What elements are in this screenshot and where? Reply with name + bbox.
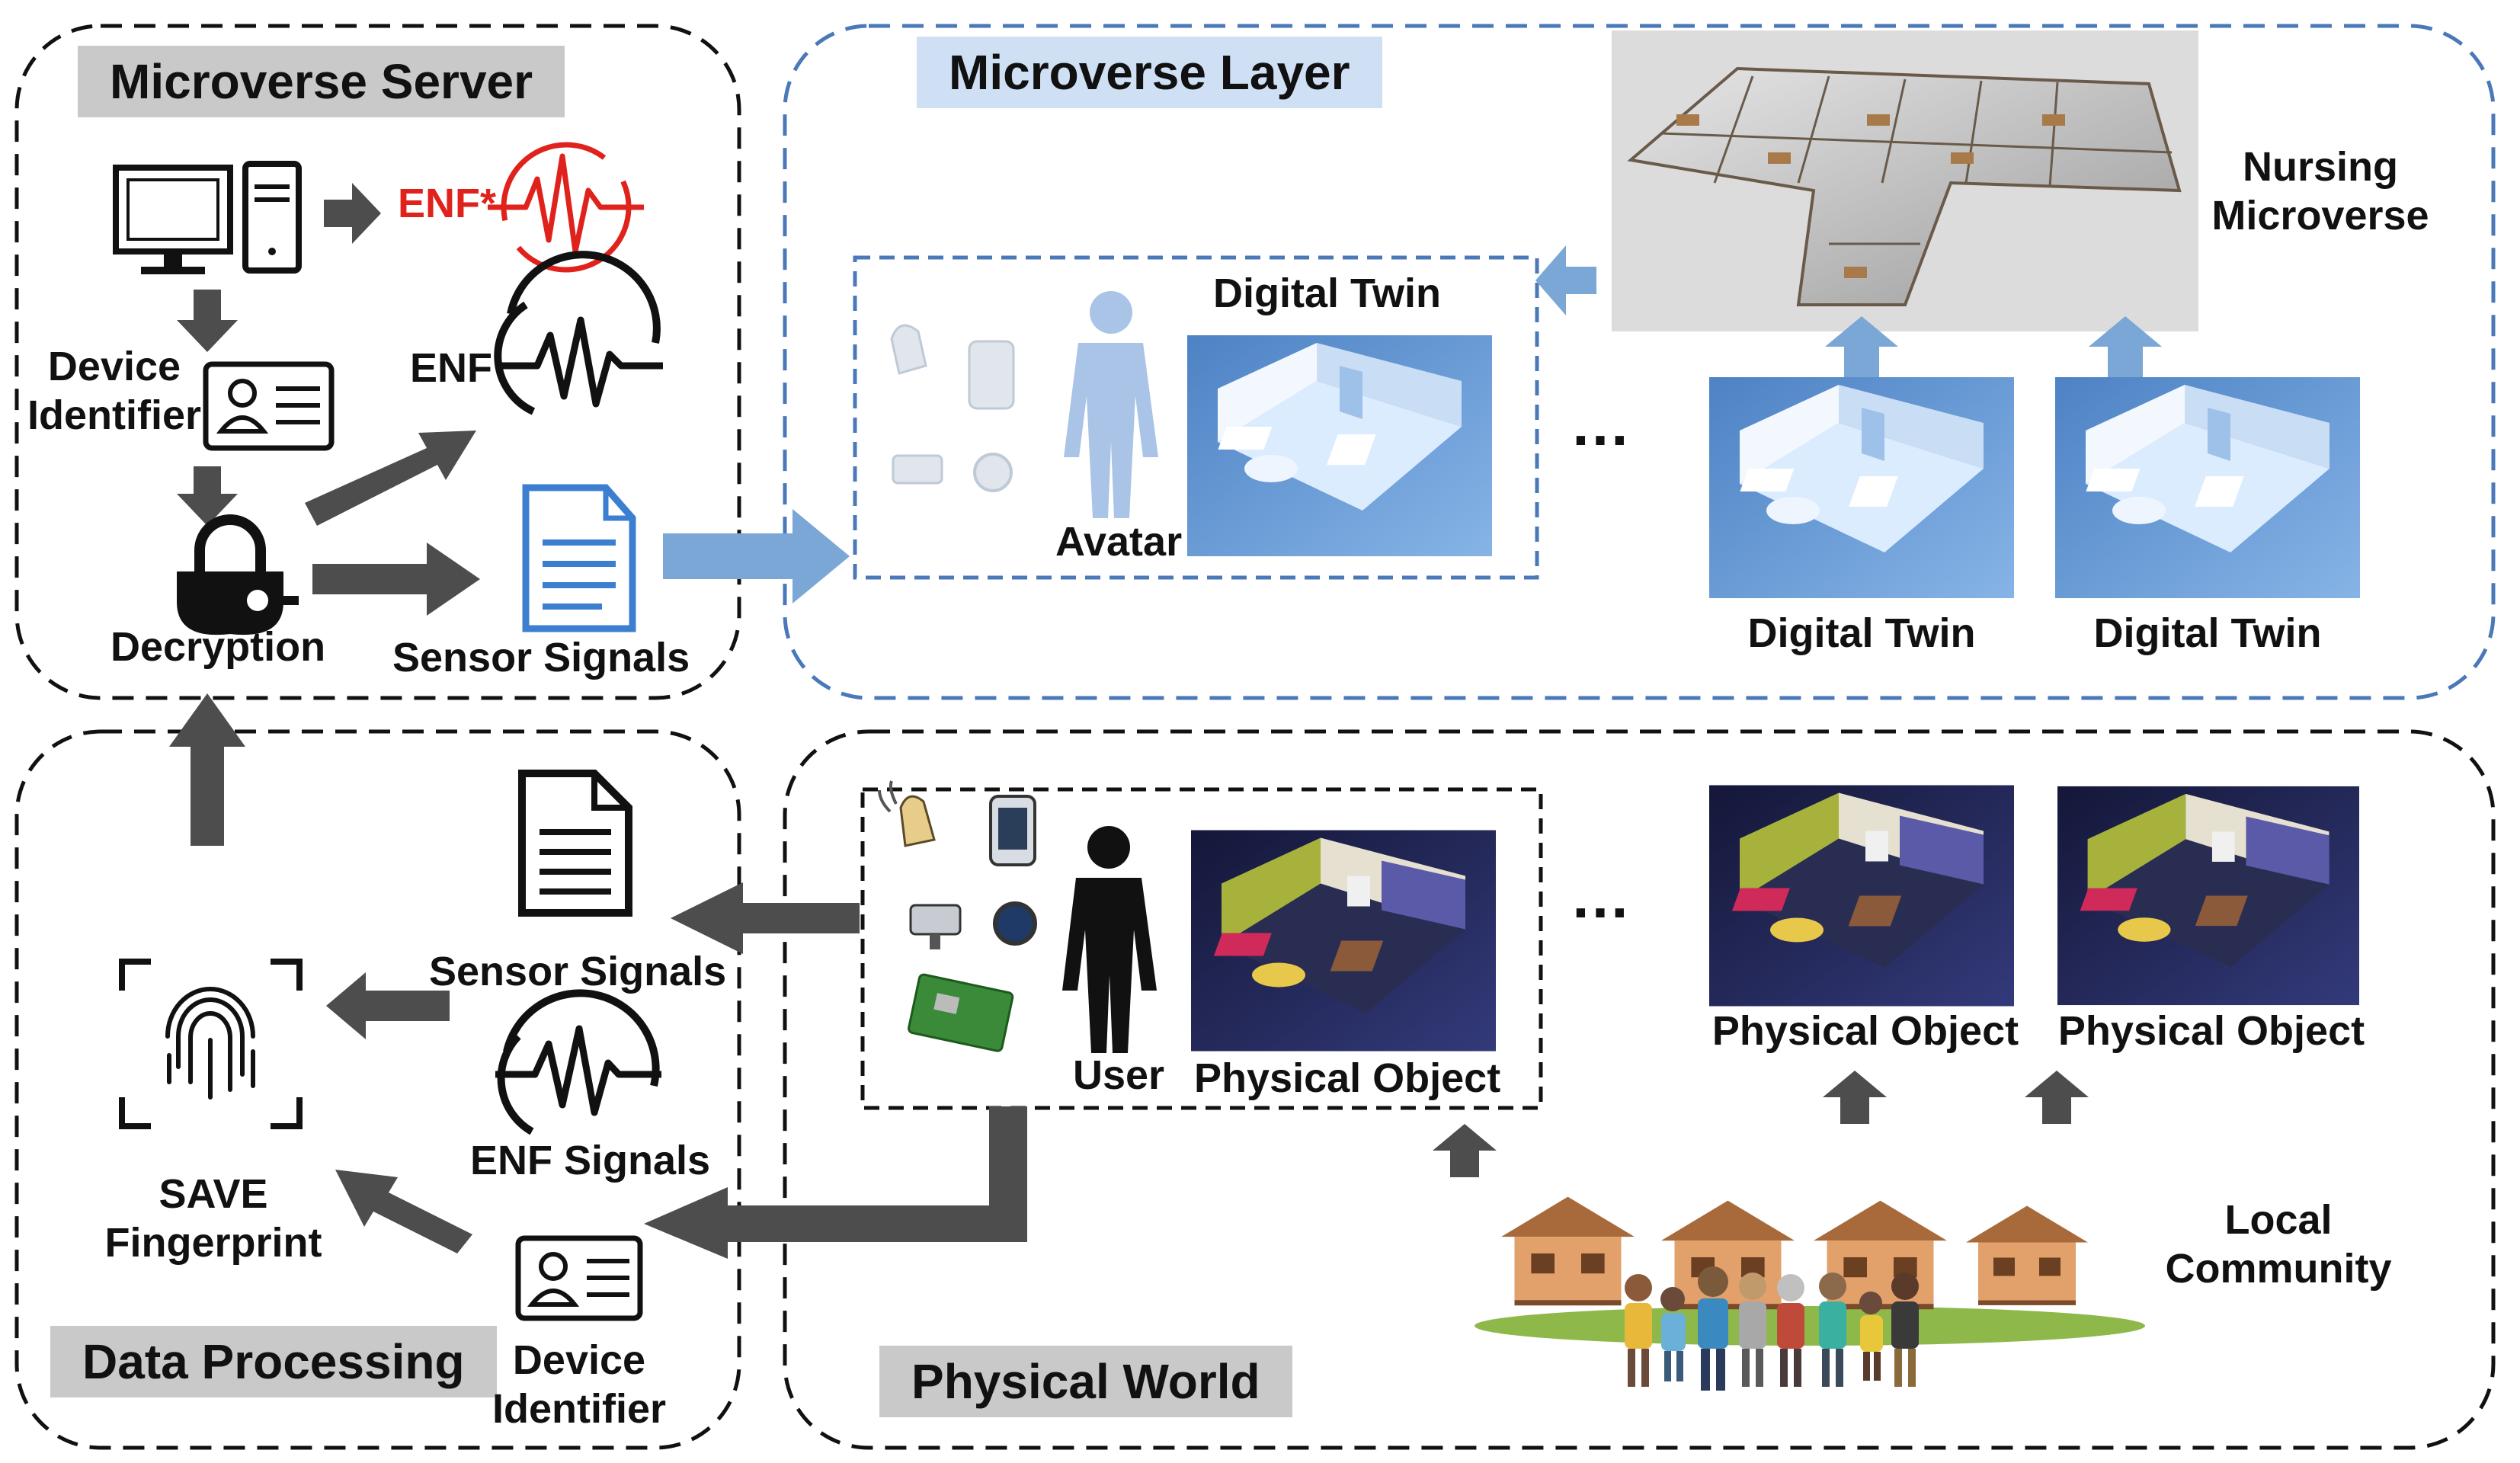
sensor-document-blue-icon [522, 484, 636, 632]
wearable-devices-faded-icon [890, 324, 1015, 492]
enf-star-label: ENF* [398, 181, 497, 226]
enf-signals-label: ENF Signals [470, 1138, 711, 1183]
digital-twin-room-image [1187, 335, 1492, 556]
nursing-microverse-label: Nursing Microverse [2211, 144, 2429, 238]
data-processing-panel [14, 729, 741, 1450]
digital-twin-group-box [853, 255, 1539, 580]
physical-object-room-image [1191, 830, 1496, 1052]
physical-object-label-2: Physical Object [1711, 1008, 2019, 1054]
microverse-ellipsis: … [1570, 390, 1631, 458]
sensor-signals-to-fingerprint-arrow [326, 972, 450, 1039]
decryption-to-enf-arrow [305, 431, 476, 526]
community-to-object-2-arrow [1823, 1071, 1887, 1124]
computer-icon [113, 161, 302, 274]
physical-world-title: Physical World [879, 1346, 1292, 1417]
lock-key-icon [177, 514, 299, 635]
physical-object-label-3: Physical Object [2057, 1008, 2365, 1054]
server-to-enf-star-arrow [324, 183, 381, 244]
microverse-server-panel [14, 24, 741, 700]
physical-ellipsis: … [1570, 863, 1631, 930]
local-community-illustration [1475, 1196, 2145, 1391]
decryption-to-sensor-signals-arrow [312, 543, 480, 616]
physical-object-room-2-image [1709, 785, 2014, 1007]
microverse-layer-panel [783, 24, 2496, 700]
enf-waveform-icon [494, 251, 663, 415]
device-identifier-to-decryption-arrow [177, 466, 238, 526]
sensor-document-black-icon [518, 770, 632, 917]
digital-twin-room-2-image [1709, 377, 2014, 598]
digital-twin-label-3: Digital Twin [2093, 610, 2322, 656]
enf-label: ENF [410, 345, 492, 391]
microverse-server-title: Microverse Server [78, 46, 565, 117]
wearable-devices-icon [878, 780, 1037, 1052]
physical-object-group-box [860, 787, 1543, 1110]
microverse-layer-title: Microverse Layer [917, 37, 1382, 108]
nursing-microverse-building-image [1612, 30, 2198, 331]
enf-star-waveform-icon [488, 142, 644, 273]
physical-object-label: Physical Object [1194, 1055, 1501, 1101]
data-processing-to-server-arrow [169, 693, 245, 846]
digital-twin-label-2: Digital Twin [1747, 610, 1976, 656]
local-community-label: Local Community [2165, 1197, 2392, 1292]
save-fingerprint-label: SAVE Fingerprint [104, 1171, 322, 1266]
physical-world-panel [783, 729, 2496, 1450]
sensor-signals-label: Sensor Signals [392, 635, 690, 680]
community-to-physical-object-arrow [1433, 1124, 1497, 1177]
dp-sensor-signals-label: Sensor Signals [429, 949, 727, 994]
community-to-object-3-arrow [2025, 1071, 2089, 1124]
id-card-icon [203, 361, 335, 451]
server-to-microverse-arrow [663, 509, 850, 603]
server-to-device-identifier-arrow [177, 290, 238, 352]
avatar-figure-icon [1064, 291, 1158, 518]
user-figure-icon [1062, 826, 1157, 1053]
digital-twin-label: Digital Twin [1213, 271, 1441, 316]
microverse-to-digital-twin-arrow [1535, 245, 1596, 315]
avatar-label: Avatar [1055, 519, 1183, 565]
twin-3-up-arrow [2089, 316, 2162, 377]
enf-to-fingerprint-arrow [335, 1170, 472, 1253]
twin-2-up-arrow [1825, 316, 1898, 377]
physical-to-sensor-signals-arrow [671, 882, 860, 954]
user-label: User [1073, 1052, 1165, 1098]
fingerprint-scan-icon [119, 959, 303, 1129]
decryption-label: Decryption [110, 624, 326, 670]
enf-signals-waveform-icon [495, 989, 661, 1135]
physical-to-device-identifier-arrow [644, 1106, 1027, 1259]
id-card-2-icon [515, 1235, 643, 1321]
device-identifier-label: Device Identifier [27, 344, 202, 438]
dp-device-identifier-label: Device Identifier [492, 1337, 667, 1432]
data-processing-title: Data Processing [50, 1326, 497, 1397]
physical-object-room-3-image [2057, 786, 2359, 1006]
digital-twin-room-3-image [2055, 377, 2360, 598]
